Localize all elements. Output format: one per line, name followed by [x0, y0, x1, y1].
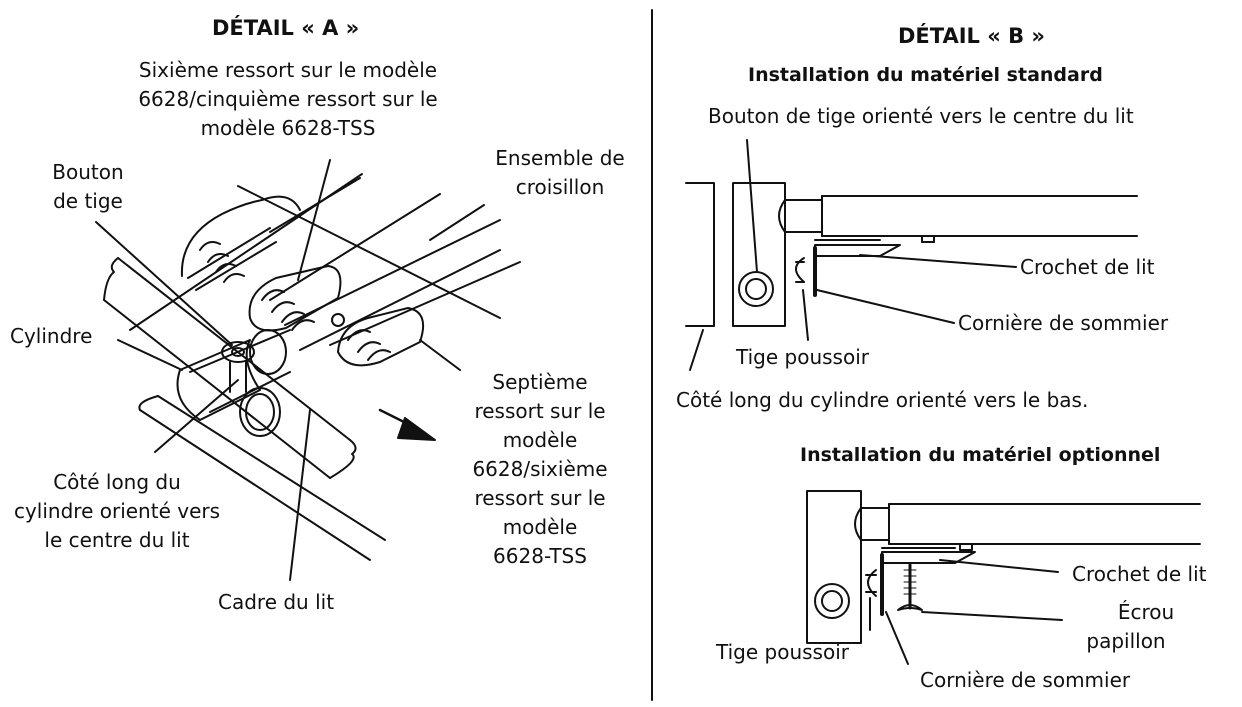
- label-seventh-spring: Septième ressort sur le modèle 6628/sixi…: [472, 370, 608, 568]
- cylinder-part: [176, 329, 291, 437]
- leader-cylinder: [117, 339, 183, 371]
- label-b-spring-angle: Cornière de sommier: [958, 311, 1169, 335]
- label-crosspiece: Ensemble de croisillon: [495, 146, 625, 199]
- leader-opt-angle: [885, 611, 909, 665]
- leader-opt-wing-nut: [921, 611, 1063, 621]
- detail-a-drawing: [95, 159, 521, 581]
- detail-a-title: DÉTAIL « A »: [212, 16, 360, 40]
- leader-bed-frame: [289, 409, 311, 581]
- label-opt-hook: Crochet de lit: [1072, 562, 1207, 586]
- leader-b-hook: [859, 254, 1017, 268]
- leader-sixth-spring: [297, 159, 331, 281]
- detail-b-title: DÉTAIL « B »: [898, 24, 1045, 48]
- spring-seventh: [331, 307, 424, 367]
- label-sixth-spring: Sixième ressort sur le modèle 6628/cinqu…: [138, 58, 438, 140]
- label-bed-frame: Cadre du lit: [218, 590, 335, 614]
- leader-b-push-rod: [802, 289, 809, 341]
- leader-rod-button: [95, 221, 233, 346]
- leader-b-angle: [816, 289, 955, 324]
- detail-b-optional-drawing: [806, 490, 1201, 665]
- spring-upper-left: [180, 177, 361, 291]
- leader-long-side: [154, 379, 239, 453]
- label-b-long-side: Côté long du cylindre orienté vers le ba…: [676, 388, 1089, 412]
- leader-b-rod-button: [746, 139, 758, 273]
- optional-heading: Installation du matériel optionnel: [800, 444, 1161, 466]
- leader-opt-hook: [939, 559, 1059, 573]
- label-opt-push-rod: Tige poussoir: [716, 640, 849, 664]
- label-rod-button: Bouton de tige: [52, 160, 124, 213]
- detail-b-standard-drawing: [685, 139, 1138, 371]
- label-b-rod-button: Bouton de tige orienté vers le centre du…: [708, 104, 1134, 128]
- leader-b-long-side: [689, 329, 704, 371]
- standard-heading: Installation du matériel standard: [748, 64, 1103, 86]
- label-b-push-rod: Tige poussoir: [736, 345, 869, 369]
- leader-seventh-spring: [419, 339, 461, 371]
- label-opt-wing-nut: Écrou papillon: [1086, 600, 1175, 653]
- label-opt-spring-angle: Cornière de sommier: [920, 668, 1131, 692]
- label-cylinder: Cylindre: [10, 324, 93, 348]
- label-b-hook: Crochet de lit: [1020, 255, 1155, 279]
- label-long-side-a: Côté long du cylindre orienté vers le ce…: [13, 470, 221, 552]
- leader-crosspiece: [429, 204, 485, 241]
